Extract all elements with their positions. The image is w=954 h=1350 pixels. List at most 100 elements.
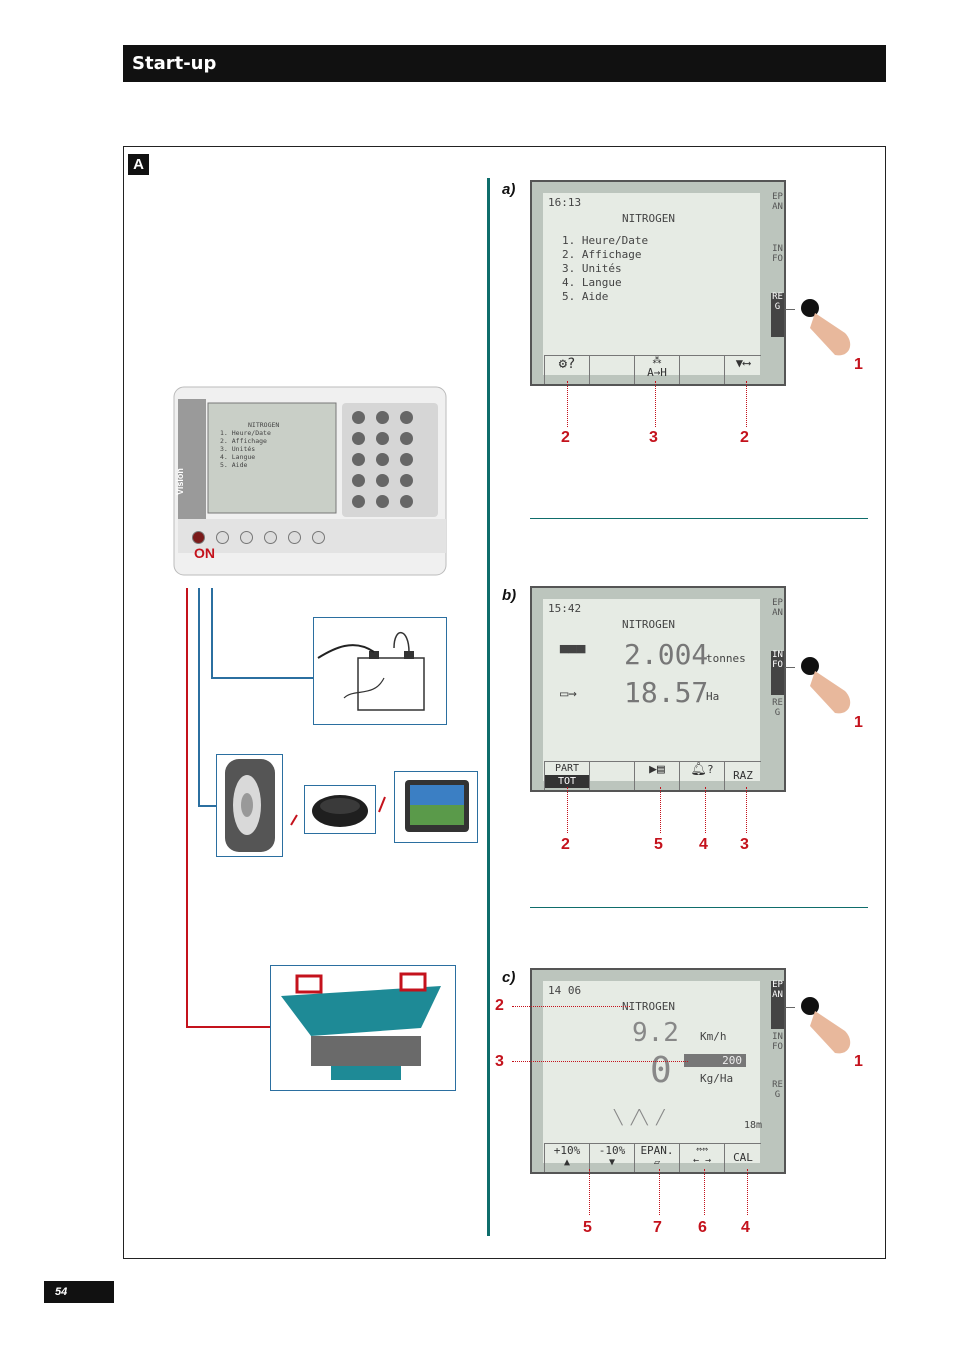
working-width: 18m xyxy=(744,1120,763,1131)
area-unit: Ha xyxy=(706,690,720,703)
area-value: 18.57 xyxy=(624,676,709,709)
softkey-minus-10[interactable]: -10% ▼ xyxy=(589,1143,634,1172)
console-key[interactable] xyxy=(400,474,413,487)
tab-info[interactable]: INFO xyxy=(771,650,784,695)
callout-leader xyxy=(512,1061,688,1062)
tab-epan[interactable]: EPAN xyxy=(772,192,783,212)
column-divider xyxy=(487,178,490,1236)
console-function-key[interactable] xyxy=(288,531,301,544)
tab-epan[interactable]: EPAN xyxy=(771,980,784,1029)
power-button[interactable] xyxy=(192,531,205,544)
sections-icon: ⇔⇔ xyxy=(695,1144,709,1155)
softkey-alarm[interactable]: 🔔︎? xyxy=(679,761,724,790)
spreader-quantity-icon: ▀▀▀ xyxy=(560,646,586,662)
console-key[interactable] xyxy=(376,411,389,424)
panel-c-label: c) xyxy=(502,969,516,986)
console-key[interactable] xyxy=(400,453,413,466)
menu-item[interactable]: 2. Affichage xyxy=(562,248,642,261)
softkey-raz[interactable]: RAZ xyxy=(724,761,761,790)
figure-frame xyxy=(123,146,886,1259)
console-key[interactable] xyxy=(352,474,365,487)
speed-unit: Km/h xyxy=(700,1030,727,1043)
report-icon: ▶▤ xyxy=(649,762,665,777)
battery-icon xyxy=(317,632,425,711)
console-key[interactable] xyxy=(376,495,389,508)
tab-info[interactable]: INFO xyxy=(772,244,783,264)
console-unit: Vision NITROGEN 1. Heure/Date 2. Afficha… xyxy=(172,383,450,579)
menu-item[interactable]: 4. Langue xyxy=(562,276,622,289)
softkey-a-to-h[interactable]: ⁂ A→H xyxy=(634,355,679,384)
softkey-settings[interactable]: ⚙? xyxy=(544,355,589,384)
area-icon: ▭→ xyxy=(560,686,577,702)
section-rule xyxy=(530,907,868,908)
tab-reg[interactable]: REG xyxy=(772,1080,783,1100)
console-key[interactable] xyxy=(352,432,365,445)
callout-leader xyxy=(705,787,706,833)
console-key[interactable] xyxy=(376,453,389,466)
menu-item[interactable]: 5. Aide xyxy=(562,290,609,303)
softkey-empty[interactable] xyxy=(679,355,724,384)
callout-number: 4 xyxy=(741,1219,750,1236)
console-screen-text: NITROGEN 1. Heure/Date 2. Affichage 3. U… xyxy=(220,421,280,469)
callout-number: 1 xyxy=(854,714,863,731)
panel-a-time: 16:13 xyxy=(548,196,582,209)
softkey-cal[interactable]: CAL xyxy=(724,1143,761,1172)
spread-width-icon: ▼⟷ xyxy=(735,356,751,370)
finger-press-icon xyxy=(795,293,865,363)
panel-a-menu: 1. Heure/Date 2. Affichage 3. Unités 4. … xyxy=(562,234,648,304)
gps-antenna-icon xyxy=(312,795,368,827)
triangle-up-icon: ▲ xyxy=(563,1157,571,1168)
softkey-epan[interactable]: EPAN. ▱ xyxy=(634,1143,679,1172)
menu-item[interactable]: 3. Unités xyxy=(562,262,622,275)
tab-info[interactable]: INFO xyxy=(772,1032,783,1052)
panel-b-time: 15:42 xyxy=(548,602,582,615)
target-rate: 200 xyxy=(684,1054,746,1067)
console-key[interactable] xyxy=(352,411,365,424)
callout-number: 1 xyxy=(854,1053,863,1070)
callout-leader xyxy=(567,381,568,427)
softkey-plus-10[interactable]: +10% ▲ xyxy=(544,1143,589,1172)
console-key[interactable] xyxy=(400,432,413,445)
section-header: Start-up xyxy=(123,45,886,82)
console-bottom-keys xyxy=(192,529,342,545)
panel-c-title: NITROGEN xyxy=(622,1000,675,1013)
quantity-unit: tonnes xyxy=(706,652,746,665)
console-key[interactable] xyxy=(352,453,365,466)
console-key[interactable] xyxy=(376,432,389,445)
finger-leader xyxy=(785,309,795,310)
console-function-key[interactable] xyxy=(240,531,253,544)
softkey-part-tot[interactable]: PART TOT xyxy=(544,761,589,790)
gps-antenna-image xyxy=(304,785,376,834)
callout-number: 7 xyxy=(653,1219,662,1236)
softkey-empty[interactable] xyxy=(589,761,634,790)
gear-question-icon: ⚙? xyxy=(558,356,576,372)
spread-pattern-icon: ╲ ╱╲ ╱ xyxy=(614,1110,665,1126)
console-function-key[interactable] xyxy=(216,531,229,544)
softkey-empty[interactable] xyxy=(589,355,634,384)
gps-display-icon xyxy=(405,780,469,832)
console-function-key[interactable] xyxy=(264,531,277,544)
menu-item[interactable]: 1. Heure/Date xyxy=(562,234,649,247)
console-key[interactable] xyxy=(400,411,413,424)
callout-leader xyxy=(660,787,661,833)
console-key[interactable] xyxy=(352,495,365,508)
panel-a-title: NITROGEN xyxy=(622,212,675,225)
softkey-width[interactable]: ▼⟷ xyxy=(724,355,761,384)
panel-b-side-tabs: EPAN INFO REG xyxy=(771,598,784,743)
callout-number: 6 xyxy=(698,1219,707,1236)
callout-leader xyxy=(747,1169,748,1215)
finger-leader xyxy=(785,1007,795,1008)
console-function-key[interactable] xyxy=(312,531,325,544)
softkey-sections[interactable]: ⇔⇔ ← → xyxy=(679,1143,724,1172)
dots-icon: ⁂ xyxy=(652,356,662,366)
tab-epan[interactable]: EPAN xyxy=(772,598,783,618)
console-key[interactable] xyxy=(400,495,413,508)
tab-reg[interactable]: REG xyxy=(772,698,783,718)
softkey-report[interactable]: ▶▤ xyxy=(634,761,679,790)
callout-number: 5 xyxy=(583,1219,592,1236)
console-key[interactable] xyxy=(376,474,389,487)
section-rule xyxy=(530,518,868,519)
section-title: Start-up xyxy=(132,53,217,74)
fertiliser-spreader-icon xyxy=(281,972,441,1080)
tab-reg[interactable]: REG xyxy=(771,292,784,337)
